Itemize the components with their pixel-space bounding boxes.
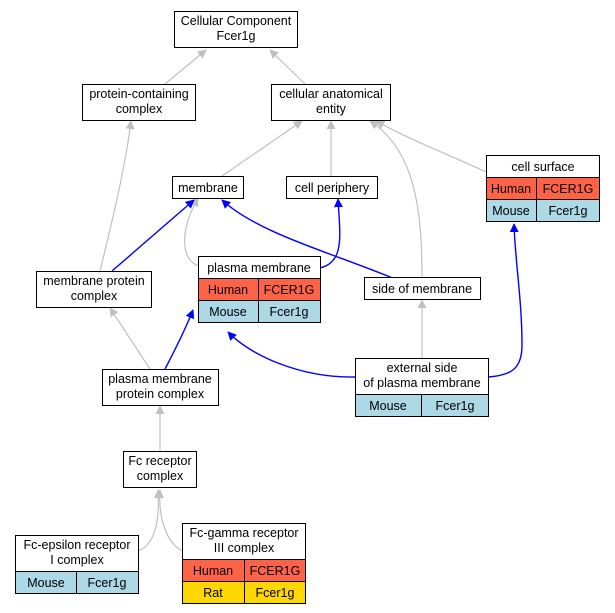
cell-gene-mouse [258,300,321,323]
node-fc-epsilon-receptor-i-complex[interactable]: Fc-epsilon receptor I complex Mouse Fcer… [15,535,139,594]
gene-label: Fcer1g [256,586,295,600]
node-title: side of membrane [372,282,472,296]
species-label: Mouse [27,576,65,590]
node-title: plasma membrane [207,261,311,275]
edge-cell-surface-to-cellular-anatomical [375,120,487,173]
node-title-line1: cellular anatomical [279,87,383,101]
edge-external-side-part-of-cell-surface [488,223,523,378]
node-title-line1: Cellular Component [181,14,292,28]
node-title-line2: complex [137,469,184,483]
node-title-line1: plasma membrane [108,372,212,386]
node-plasma-membrane-protein-complex[interactable]: plasma membrane protein complex [102,369,219,406]
node-cell-periphery[interactable]: cell periphery [286,176,378,199]
node-title-line2: protein complex [116,387,205,401]
node-fc-receptor-complex[interactable]: Fc receptor complex [123,451,197,488]
edge-fc-epsilon-to-fc-receptor [137,489,164,552]
species-label: Human [208,283,248,297]
node-side-of-membrane[interactable]: side of membrane [364,277,481,300]
node-title-line1: Fc receptor [128,454,191,468]
edge-membrane-protein-complex-part-of-membrane [111,199,195,272]
edge-side-of-membrane-part-of-membrane [221,199,403,283]
node-membrane-protein-complex[interactable]: membrane protein complex [36,271,152,308]
edge-protein-complex-to-root [164,49,207,85]
node-title-line1: external side [387,361,458,375]
gene-label: Fcer1g [436,399,475,413]
gene-label: Fcer1g [88,576,127,590]
node-external-side-of-plasma-membrane[interactable]: external side of plasma membrane Mouse F… [355,358,489,417]
gene-label: Fcer1g [270,305,309,319]
node-cellular-anatomical-entity[interactable]: cellular anatomical entity [271,84,391,121]
node-fc-gamma-receptor-iii-complex[interactable]: Fc-gamma receptor III complex Human FCER… [182,523,306,604]
species-label: Mouse [492,204,530,218]
edge-external-side-part-of-plasma-membrane [227,331,356,378]
node-title: membrane [178,181,238,195]
species-label: Mouse [209,305,247,319]
node-protein-containing-complex[interactable]: protein-containing complex [82,84,196,121]
node-title: cell periphery [295,181,370,195]
node-title: cell surface [511,160,574,174]
edges [99,49,523,552]
edge-fc-gamma-to-fc-receptor [154,489,184,552]
species-label: Rat [203,586,223,600]
edge-pm-protein-complex-part-of-plasma-membrane [164,309,195,370]
edge-plasma-membrane-part-of-cell-periphery [319,198,343,269]
node-title-line2: Fcer1g [217,29,256,43]
node-title-line2: I complex [50,553,104,567]
edge-cellular-anatomical-to-root [269,49,306,85]
node-cell-surface[interactable]: cell surface Human FCER1G Mouse Fcer1g [486,155,600,222]
node-membrane[interactable]: membrane [172,176,244,199]
cell-gene-mouse [421,394,489,417]
gene-label: FCER1G [543,182,594,196]
edge-pm-protein-complex-to-membrane-protein-complex [109,307,151,370]
node-title-line2: of plasma membrane [363,376,480,390]
node-title-line1: Fc-epsilon receptor [24,538,131,552]
node-title-line2: complex [71,289,118,303]
cell-gene-mouse [76,571,139,594]
gene-label: FCER1G [264,283,315,297]
gene-label: Fcer1g [549,204,588,218]
node-cellular-component[interactable]: Cellular Component Fcer1g [174,11,298,48]
species-label: Mouse [369,399,407,413]
edge-side-of-membrane-to-cellular-anatomical [369,120,423,278]
node-title-line2: III complex [214,541,275,555]
gene-label: FCER1G [250,564,301,578]
node-title-line2: entity [316,102,347,116]
node-plasma-membrane[interactable]: plasma membrane Human FCER1G Mouse Fcer1… [198,256,321,323]
node-title-line1: membrane protein [43,274,144,288]
cell-gene-rat [244,581,306,604]
node-title-line1: protein-containing [89,87,188,101]
node-title-line1: Fc-gamma receptor [189,526,298,540]
node-title-line2: complex [116,102,163,116]
edge-plasma-membrane-to-membrane [184,197,200,267]
cell-gene-mouse [536,199,600,222]
species-label: Human [193,564,233,578]
species-label: Human [491,182,531,196]
edge-membrane-protein-complex-to-protein-complex [99,120,135,272]
edge-membrane-to-cellular-anatomical [221,120,303,177]
